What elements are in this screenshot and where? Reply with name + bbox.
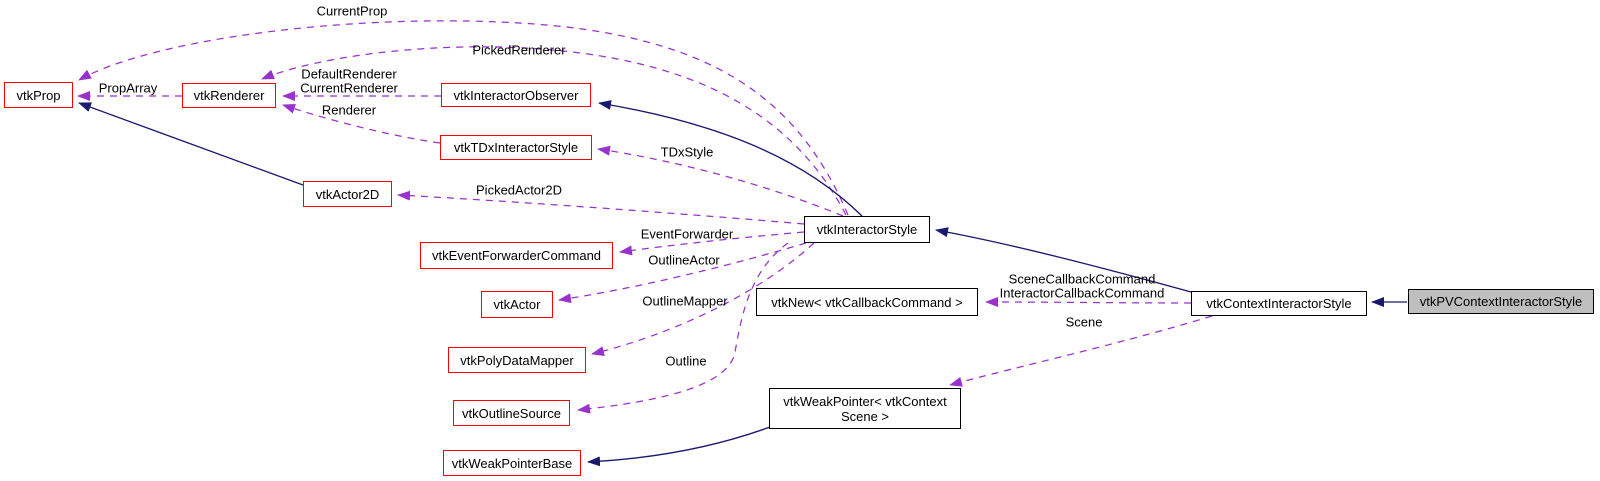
edge-label-picked-actor2d: PickedActor2D [476,182,562,198]
edge-label-line: SceneCallbackCommand [1008,271,1156,287]
class-node-vtkweakpointer-vtkcontextscene[interactable]: vtkWeakPointer< vtkContext Scene > [769,388,961,429]
edge-renderer [282,104,441,144]
edge-weakptr-to-base [587,426,771,467]
edge-scene [949,315,1213,387]
edge-label-current-prop: CurrentProp [316,3,388,19]
edge-tdx-style [597,145,844,217]
edge-actor2d-to-prop [78,102,304,186]
edge-current-prop [78,20,849,216]
class-node-vtkpvcontextinteractorstyle: vtkPVContextInteractorStyle [1408,289,1594,314]
class-node-vtkeventforwardercommand[interactable]: vtkEventForwarderCommand [420,242,613,269]
class-node-vtkactor2d[interactable]: vtkActor2D [303,181,392,207]
edge-label-scene-callbacks: SceneCallbackCommand InteractorCallbackC… [999,271,1165,300]
class-node-vtkpolydatamapper[interactable]: vtkPolyDataMapper [448,347,586,373]
edge-label-renderer: Renderer [321,102,377,118]
class-node-vtknew-vtkcallbackcommand[interactable]: vtkNew< vtkCallbackCommand > [756,288,978,316]
class-node-label-line: vtkWeakPointer< vtkContext [783,393,947,409]
edge-context-to-style [935,227,1192,293]
edge-label-line: InteractorCallbackCommand [999,285,1165,300]
edge-style-to-observer [598,100,863,217]
class-node-vtkweakpointerbase[interactable]: vtkWeakPointerBase [443,450,581,476]
edge-label-scene: Scene [1065,314,1103,330]
class-node-vtkinteractorstyle[interactable]: vtkInteractorStyle [804,216,930,243]
edge-label-default-current-renderer: DefaultRenderer CurrentRenderer [300,66,398,95]
edge-label-picked-renderer: PickedRenderer [472,42,566,58]
class-node-vtkactor[interactable]: vtkActor [481,291,553,318]
class-node-label-line: Scene > [840,408,890,424]
class-node-vtkoutlinesource[interactable]: vtkOutlineSource [453,400,570,426]
edge-label-prop-array: PropArray [98,80,158,96]
class-node-vtkprop[interactable]: vtkProp [4,82,73,108]
edge-outline-actor [558,242,807,304]
edge-label-outline: Outline [665,353,707,369]
edge-label-outline-actor: OutlineActor [648,252,720,268]
edge-label-event-forwarder: EventForwarder [640,226,734,242]
edge-picked-renderer [261,46,847,216]
class-node-vtkcontextinteractorstyle[interactable]: vtkContextInteractorStyle [1191,291,1367,316]
edge-label-outline-mapper: OutlineMapper [642,293,728,309]
edge-picked-actor2d [397,190,805,225]
edge-label-line: CurrentRenderer [300,80,398,95]
edge-outline [577,242,789,414]
class-node-vtkrenderer[interactable]: vtkRenderer [182,83,276,108]
class-node-vtktdxinteractorstyle[interactable]: vtkTDxInteractorStyle [440,135,592,160]
edge-scene-callbacks [985,297,1192,308]
edge-label-tdx-style: TDxStyle [660,144,714,160]
edge-label-line: DefaultRenderer [301,66,397,82]
class-node-vtkinteractorobserver[interactable]: vtkInteractorObserver [441,83,591,107]
